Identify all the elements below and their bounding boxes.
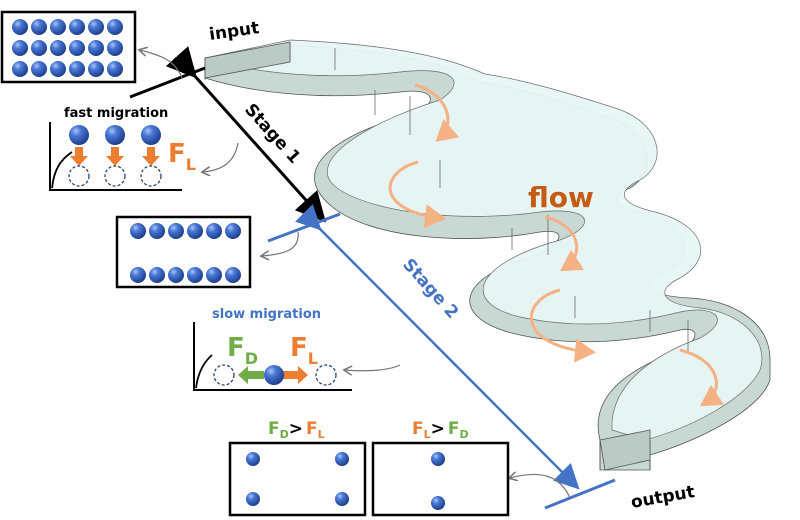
- particle: [105, 125, 125, 145]
- particle: [225, 223, 241, 239]
- equilibrium-position: [68, 165, 90, 187]
- particle: [12, 40, 28, 56]
- flow-arrow: [679, 348, 725, 407]
- particle: [130, 267, 146, 283]
- force-lift-label: FL: [168, 139, 196, 174]
- force-lift-label: FL: [290, 333, 318, 368]
- particle: [12, 61, 28, 77]
- particle: [69, 125, 89, 145]
- particle: [187, 267, 203, 283]
- slow-migration-label: slow migration: [212, 307, 321, 322]
- fast-migration-panel: fast migration FL: [49, 106, 196, 191]
- particle: [50, 19, 66, 35]
- lift-force-arrow: [106, 147, 124, 166]
- fast-migration-label: fast migration: [64, 106, 168, 121]
- fl-greater-panel: FL>FD: [371, 419, 510, 517]
- particle: [141, 125, 161, 145]
- equilibrium-position: [315, 364, 337, 386]
- particle: [88, 61, 104, 77]
- particle: [88, 19, 104, 35]
- particle: [431, 496, 445, 510]
- callout-arrow: [262, 231, 299, 256]
- particle: [246, 492, 260, 506]
- serpentine-channel: [203, 39, 771, 471]
- stage2-label: Stage 2: [398, 255, 462, 323]
- callout-arrows: [140, 50, 571, 499]
- equilibrium-position: [140, 165, 162, 187]
- particle: [187, 223, 203, 239]
- particle: [31, 40, 47, 56]
- particle: [31, 61, 47, 77]
- drag-force-arrow: [238, 366, 264, 384]
- lift-force-arrow: [142, 147, 160, 166]
- callout-arrow: [203, 142, 239, 172]
- particle: [107, 19, 123, 35]
- particle: [431, 452, 445, 466]
- particle: [69, 19, 85, 35]
- callout-arrow: [510, 474, 571, 499]
- fd-greater-panel: FD>FL: [228, 419, 367, 517]
- particle: [225, 267, 241, 283]
- flow-arrow: [414, 83, 460, 142]
- equilibrium-position: [104, 165, 126, 187]
- particle: [50, 61, 66, 77]
- particle: [335, 492, 349, 506]
- particle: [107, 40, 123, 56]
- particle: [130, 223, 146, 239]
- particle: [50, 40, 66, 56]
- stage1-result-panel: [115, 215, 252, 289]
- force-drag-label: FD: [227, 333, 258, 368]
- particle: [69, 40, 85, 56]
- particle: [335, 452, 349, 466]
- slow-migration-panel: slow migration FD FL: [193, 307, 352, 391]
- lift-force-arrow: [70, 147, 88, 166]
- particle: [107, 61, 123, 77]
- channel-outlet-face: [599, 429, 651, 471]
- callout-arrow: [140, 50, 183, 79]
- particle: [168, 223, 184, 239]
- particle: [264, 365, 284, 385]
- particle: [246, 452, 260, 466]
- particle: [206, 267, 222, 283]
- particle: [206, 223, 222, 239]
- input-label: input: [208, 18, 261, 45]
- fl-gt-fd-label: FL>FD: [412, 419, 469, 441]
- callout-arrow: [345, 364, 401, 371]
- output-label: output: [629, 482, 696, 513]
- flow-label: flow: [528, 181, 594, 214]
- particle: [168, 267, 184, 283]
- fd-gt-fl-label: FD>FL: [268, 419, 325, 441]
- particle: [149, 267, 165, 283]
- stage1-label: Stage 1: [240, 100, 304, 168]
- lift-force-arrow: [282, 366, 308, 384]
- channel-floor: [203, 39, 763, 441]
- particle: [88, 40, 104, 56]
- particle: [149, 223, 165, 239]
- particle: [31, 19, 47, 35]
- particle: [69, 61, 85, 77]
- particle: [12, 19, 28, 35]
- input-particles-panel: [0, 10, 137, 84]
- equilibrium-position: [213, 364, 235, 386]
